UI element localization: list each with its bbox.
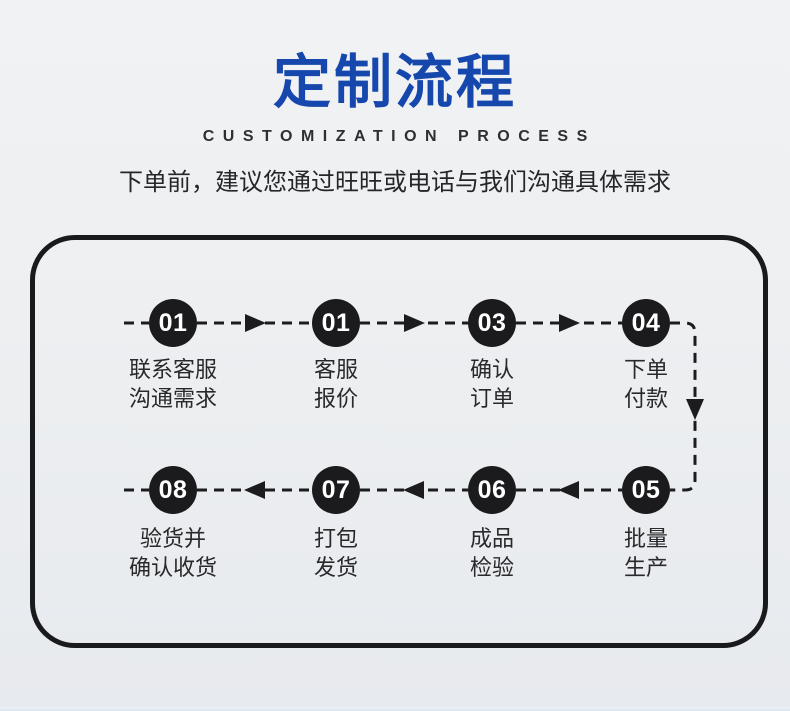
arrow-down-icon [686,399,704,420]
step-number-badge: 03 [468,299,516,347]
step-label-line2: 报价 [313,386,358,411]
step-number-badge: 04 [622,299,670,347]
step-label-line1: 批量 [623,526,668,551]
step-label-line1: 客服 [313,357,358,382]
arrow-right-icon [404,314,425,332]
step-label: 确认 订单 [417,355,567,413]
step-label-line1: 成品 [469,526,514,551]
step-label-line2: 沟通需求 [128,386,217,411]
step-label: 下单 付款 [571,355,721,413]
page-description: 下单前，建议您通过旺旺或电话与我们沟通具体需求 [119,169,671,196]
page-subtitle: CUSTOMIZATION PROCESS [202,128,596,145]
step-label: 验货并 确认收货 [98,524,248,582]
step-number-badge: 08 [149,466,197,514]
step-label-line2: 付款 [623,386,668,411]
step-label-line1: 下单 [623,357,668,382]
step-label-line2: 发货 [313,555,358,580]
step-label-line1: 打包 [313,526,358,551]
flow-connector-lines [124,314,704,499]
step-label-line1: 联系客服 [128,357,217,382]
step-label: 客服 报价 [261,355,411,413]
step-label: 成品 检验 [417,524,567,582]
step-label: 打包 发货 [261,524,411,582]
next-section-edge [0,707,790,711]
arrow-right-icon [559,314,580,332]
arrow-left-icon [558,481,579,499]
step-number-badge: 01 [312,299,360,347]
step-label: 批量 生产 [571,524,721,582]
step-number-badge: 07 [312,466,360,514]
step-label-line1: 确认 [469,357,514,382]
arrow-right-icon [245,314,266,332]
page-title: 定制流程 [272,50,517,115]
step-label-line2: 确认收货 [128,555,217,580]
step-label-line2: 生产 [623,555,668,580]
arrow-left-icon [403,481,424,499]
step-number-badge: 01 [149,299,197,347]
step-label-line2: 检验 [469,555,514,580]
step-label: 联系客服 沟通需求 [98,355,248,413]
arrow-left-icon [244,481,265,499]
step-number-badge: 05 [622,466,670,514]
step-label-line1: 验货并 [139,526,206,551]
step-number-badge: 06 [468,466,516,514]
process-flow-box: 01 联系客服 沟通需求 01 客服 报价 03 确认 订单 04 下单 付款 [30,235,768,648]
step-label-line2: 订单 [469,386,514,411]
